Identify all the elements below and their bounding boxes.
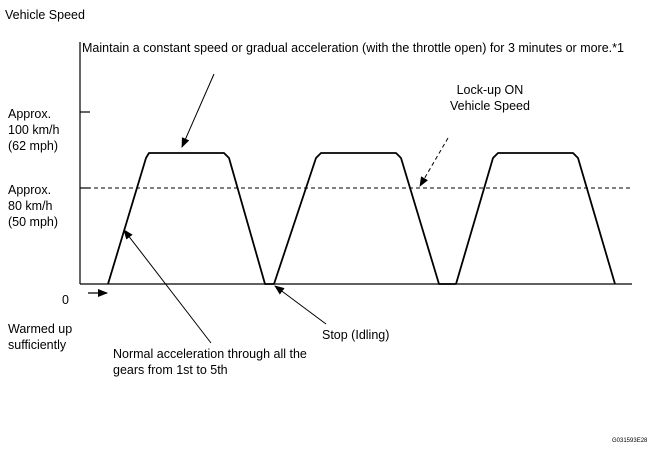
- speed-profile-line: [107, 152, 616, 285]
- accel-label: Normal acceleration through all the gear…: [113, 346, 307, 378]
- y-axis-label: Vehicle Speed: [5, 8, 85, 22]
- lockup-label-line: Vehicle Speed: [450, 99, 530, 113]
- stop-arrow: [274, 285, 327, 325]
- stop-label: Stop (Idling): [322, 328, 390, 342]
- start-label: Warmed up sufficiently: [8, 321, 72, 353]
- accel-arrow: [123, 229, 212, 344]
- figure-code: G031593E28: [612, 438, 648, 444]
- instruction-note: Maintain a constant speed or gradual acc…: [82, 41, 624, 55]
- speed-level-high-line: (62 mph): [8, 139, 59, 153]
- speed-level-low-line: Approx.: [8, 183, 52, 197]
- speed-level-low-line: 80 km/h: [8, 199, 53, 213]
- speed-level-low: Approx. 80 km/h (50 mph): [8, 182, 58, 230]
- lockup-label: Lock-up ON Vehicle Speed: [450, 82, 530, 114]
- speed-level-high-line: 100 km/h: [8, 123, 60, 137]
- lockup-label-line: Lock-up ON: [456, 83, 524, 97]
- accel-label-line: Normal acceleration through all the: [113, 347, 307, 361]
- speed-level-high-line: Approx.: [8, 107, 52, 121]
- speed-level-low-line: (50 mph): [8, 215, 59, 229]
- speed-level-high: Approx. 100 km/h (62 mph): [8, 106, 59, 154]
- constant-speed-arrow: [181, 73, 215, 148]
- start-label-line: sufficiently: [8, 338, 67, 352]
- accel-label-line: gears from 1st to 5th: [113, 363, 228, 377]
- lockup-arrow: [419, 137, 449, 187]
- start-label-line: Warmed up: [8, 322, 73, 336]
- zero-label: 0: [62, 293, 69, 307]
